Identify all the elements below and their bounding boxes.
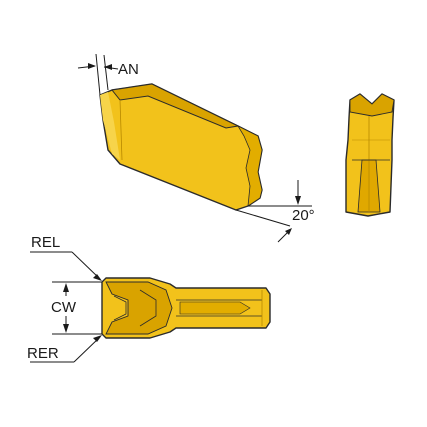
end-view-head [349,93,395,117]
angle-dimension: 20° [235,180,315,243]
rel-dimension: REL [30,234,102,281]
rel-label: REL [31,234,60,251]
rer-label: RER [27,345,59,362]
cw-dimension: CW [50,281,102,335]
side-view-end-face [236,125,263,207]
top-view-chipbreaker [105,281,173,335]
insert-end-view [345,93,395,217]
insert-side-view [99,83,263,211]
angle-label: 20° [292,207,315,224]
top-view-groove [179,301,251,315]
insert-top-view [101,277,271,339]
side-view-front-edge [100,92,120,160]
cw-label: CW [51,299,77,316]
rer-dimension: RER [27,335,102,363]
an-label: AN [118,61,139,78]
an-dimension: AN [77,53,139,96]
